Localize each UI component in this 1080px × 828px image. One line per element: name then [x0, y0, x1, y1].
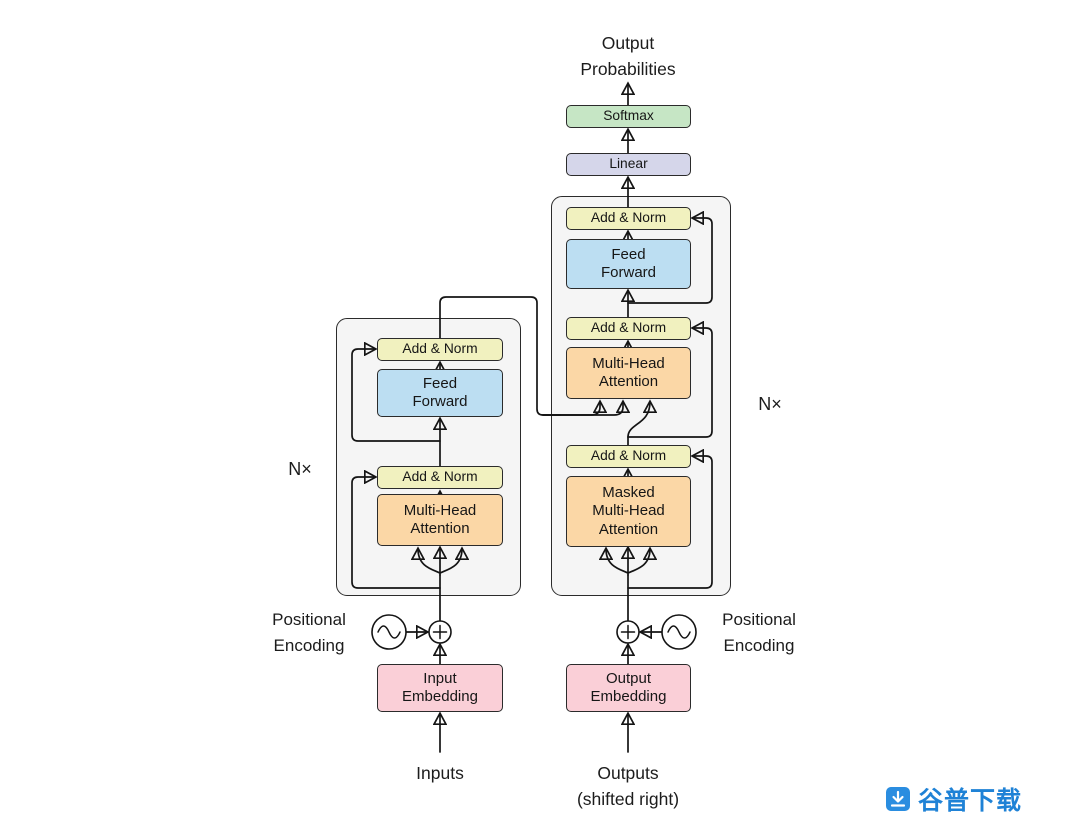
n-times-left-label: N× — [288, 459, 312, 479]
positional-encoding-right-label: Positional Encoding — [722, 610, 796, 655]
positional-encoding-left-label: Positional Encoding — [272, 610, 346, 655]
inputs-label: Inputs — [416, 763, 464, 783]
decoder-add-norm-bottom: Add & Norm — [566, 445, 691, 468]
node-circles — [371, 614, 697, 650]
sine-wave-left-icon — [377, 625, 401, 639]
masked-multi-head-attention-block: Masked Multi-Head Attention — [566, 476, 691, 547]
decoder-plus-icon — [620, 624, 636, 640]
input-embedding-block: Input Embedding — [377, 664, 503, 712]
positional-encoding-left-icon — [371, 614, 407, 650]
encoder-add-norm-bottom: Add & Norm — [377, 466, 503, 489]
decoder-add-norm-top: Add & Norm — [566, 207, 691, 230]
output-embedding-block: Output Embedding — [566, 664, 691, 712]
watermark-text: 谷普下载 — [917, 787, 1022, 815]
output-probabilities-label: Output Probabilities — [580, 33, 676, 80]
encoder-feed-forward-block: Feed Forward — [377, 369, 503, 417]
softmax-block: Softmax — [566, 105, 691, 128]
encoder-add-norm-top: Add & Norm — [377, 338, 503, 361]
watermark-download-logo-icon — [885, 787, 910, 811]
decoder-add-norm-middle: Add & Norm — [566, 317, 691, 340]
watermark: 谷普下载 — [885, 781, 1022, 817]
sine-wave-right-icon — [667, 625, 691, 639]
positional-encoding-right-icon — [661, 614, 697, 650]
outputs-label: Outputs (shifted right) — [576, 763, 680, 810]
linear-block: Linear — [566, 153, 691, 176]
decoder-multi-head-attention-block: Multi-Head Attention — [566, 347, 691, 399]
decoder-feed-forward-block: Feed Forward — [566, 239, 691, 289]
decoder-add-circle-icon — [616, 620, 640, 644]
encoder-multi-head-attention-block: Multi-Head Attention — [377, 494, 503, 546]
n-times-right-label: N× — [758, 394, 782, 414]
encoder-add-circle-icon — [428, 620, 452, 644]
encoder-plus-icon — [432, 624, 448, 640]
